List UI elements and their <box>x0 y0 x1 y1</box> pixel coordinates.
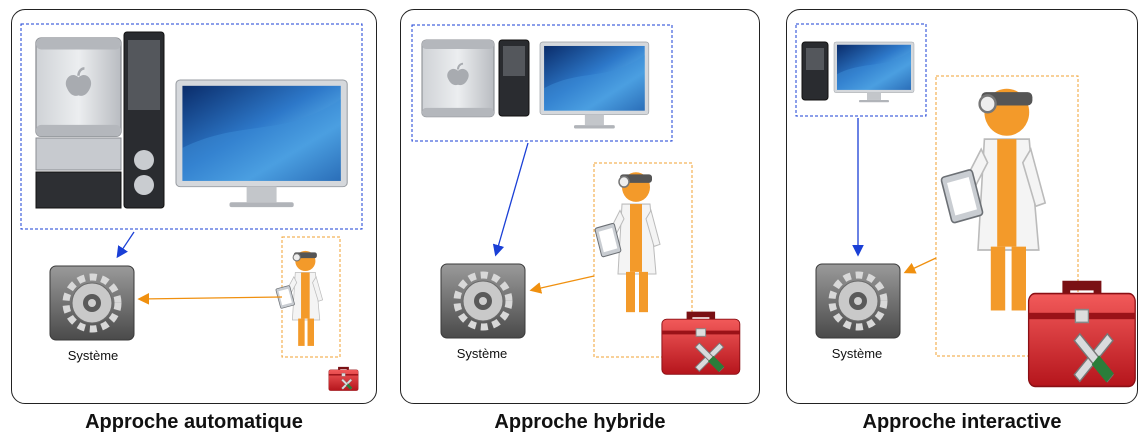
flat-panel-monitor-icon <box>175 79 348 208</box>
expert-to-system-arrow <box>137 293 283 305</box>
system-preferences-gear-icon <box>816 264 900 338</box>
system-preferences-gear-icon <box>441 264 525 338</box>
flat-panel-monitor-icon <box>539 41 650 129</box>
red-toolbox-icon <box>328 366 359 391</box>
system-label-automatic: Système <box>67 348 119 363</box>
machine-box-interactive <box>795 23 927 117</box>
system-label-hybrid: Système <box>456 346 508 361</box>
caption-hybrid: Approche hybride <box>494 411 666 433</box>
mac-pro-tower-icon <box>801 41 829 101</box>
mac-pro-tower-icon <box>34 31 165 209</box>
caption-automatic: Approche automatique <box>85 411 303 433</box>
caption-interactive: Approche interactive <box>862 411 1062 433</box>
expert-to-system-arrow <box>903 257 937 274</box>
machine-box-automatic <box>20 23 363 230</box>
human-box-hybrid <box>593 162 693 358</box>
human-box-interactive <box>935 75 1079 357</box>
doctor-figure-icon <box>593 171 661 313</box>
doctor-figure-icon <box>939 87 1047 312</box>
machine-box-hybrid <box>411 24 673 142</box>
machine-to-system-arrow <box>492 142 529 257</box>
red-toolbox-icon <box>1027 279 1136 388</box>
machine-to-system-arrow <box>116 231 135 259</box>
system-preferences-gear-icon <box>50 266 134 340</box>
expert-to-system-arrow <box>529 275 595 294</box>
system-label-interactive: Système <box>831 346 883 361</box>
red-toolbox-icon <box>661 311 741 375</box>
flat-panel-monitor-icon <box>833 41 915 103</box>
doctor-figure-icon <box>275 250 324 347</box>
mac-pro-tower-icon <box>420 38 530 118</box>
